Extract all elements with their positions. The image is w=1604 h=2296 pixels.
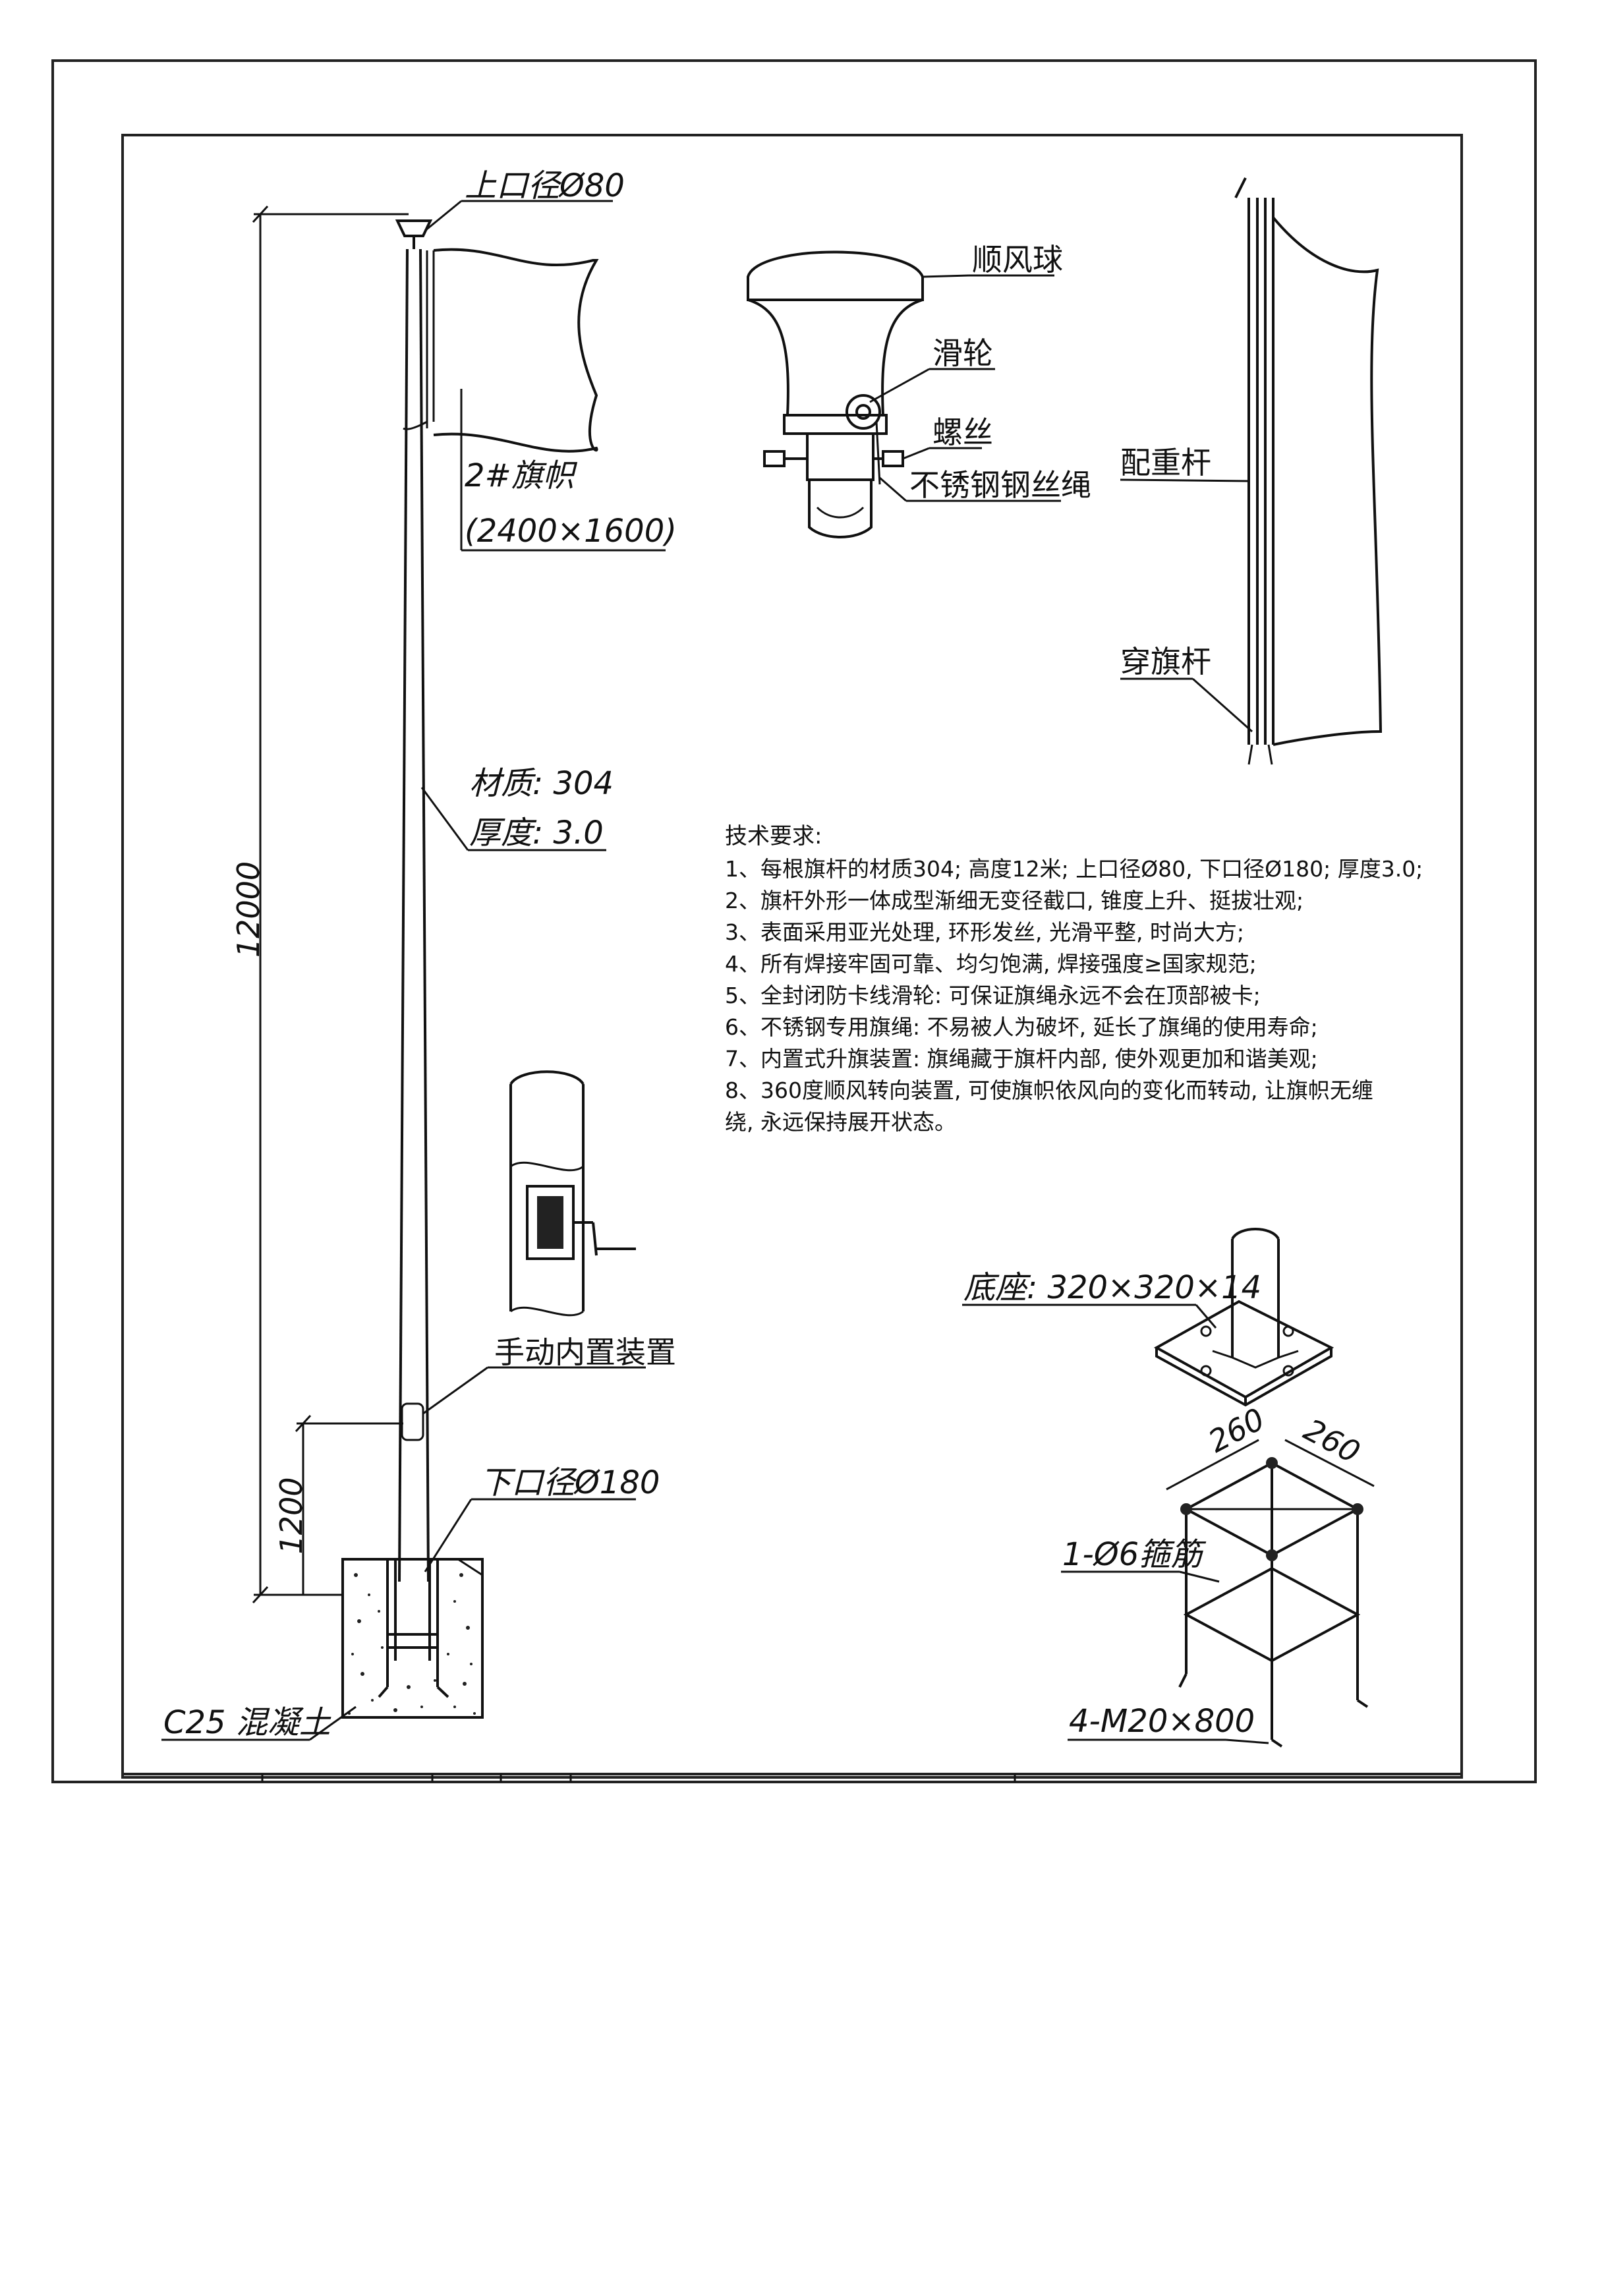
- label-flag-size: (2400×1600): [465, 513, 677, 550]
- rebar-cage-drawing: [1166, 1439, 1375, 1748]
- label-stirrup: 1-Ø6箍筋: [1062, 1536, 1207, 1573]
- label-threading-rod: 穿旗杆: [1120, 644, 1211, 679]
- requirement-8-cont: 绕, 永远保持展开状态。: [725, 1109, 956, 1135]
- dim-height-device: 1200: [273, 1477, 309, 1554]
- requirement-3: 3、表面采用亚光处理, 环形发丝, 光滑平整, 时尚大方;: [725, 919, 1244, 945]
- flag-rods-drawing: [1234, 177, 1383, 765]
- leader-concrete: [309, 1706, 357, 1741]
- requirement-5: 5、全封闭防卡线滑轮: 可保证旗绳永远不会在顶部被卡;: [725, 983, 1261, 1008]
- label-concrete: C25 混凝土: [163, 1704, 331, 1741]
- label-screw: 螺丝: [932, 415, 993, 450]
- winch-detail-drawing: [509, 1070, 636, 1317]
- dim-height-total: 12000: [231, 861, 266, 958]
- flagpole-drawing: [341, 219, 599, 1719]
- leader-bottom-diameter: [424, 1499, 473, 1572]
- label-base: 底座: 320×320×14: [963, 1269, 1261, 1306]
- concrete-texture: [348, 1573, 476, 1715]
- leader-top-diameter: [424, 200, 462, 232]
- label-bottom-diameter: 下口径Ø180: [480, 1464, 660, 1501]
- label-flag: 2#旗帜: [465, 457, 578, 494]
- requirement-4: 4、所有焊接牢固可靠、均匀饱满, 焊接强度≥国家规范;: [725, 951, 1257, 977]
- label-manual-device: 手动内置装置: [494, 1335, 676, 1370]
- dim-cage-width-b: 260: [1298, 1412, 1366, 1470]
- label-wind-ball: 顺风球: [972, 242, 1063, 277]
- label-counterweight-rod: 配重杆: [1120, 445, 1211, 480]
- tech-requirements: 技术要求: 1、每根旗杆的材质304; 高度12米; 上口径Ø80, 下口径Ø1…: [725, 823, 1423, 1135]
- label-anchor: 4-M20×800: [1069, 1703, 1255, 1740]
- leader-manual-device: [422, 1366, 488, 1415]
- label-top-diameter: 上口径Ø80: [465, 167, 625, 204]
- base-plate-drawing: [1153, 1228, 1334, 1407]
- drawing-frames: [51, 59, 1537, 1783]
- requirement-6: 6、不锈钢专用旗绳: 不易被人为破坏, 延长了旗绳的使用寿命;: [725, 1014, 1318, 1040]
- label-thickness: 厚度: 3.0: [469, 815, 604, 851]
- leader-material: [420, 787, 469, 851]
- requirement-1: 1、每根旗杆的材质304; 高度12米; 上口径Ø80, 下口径Ø180; 厚度…: [725, 856, 1423, 882]
- requirement-8: 8、360度顺风转向装置, 可使旗帜依风向的变化而转动, 让旗帜无缠: [725, 1077, 1373, 1103]
- label-material: 材质: 304: [469, 765, 614, 802]
- label-steel-rope: 不锈钢钢丝绳: [909, 467, 1091, 503]
- requirement-2: 2、旗杆外形一体成型渐细无变径截口, 锥度上升、挺拔壮观;: [725, 888, 1303, 913]
- requirement-7: 7、内置式升旗装置: 旗绳藏于旗杆内部, 使外观更加和谐美观;: [725, 1046, 1318, 1072]
- dimension-lines: [252, 205, 409, 1604]
- requirements-title: 技术要求:: [725, 823, 822, 849]
- pulley-detail-drawing: [747, 250, 924, 538]
- label-pulley: 滑轮: [932, 335, 993, 371]
